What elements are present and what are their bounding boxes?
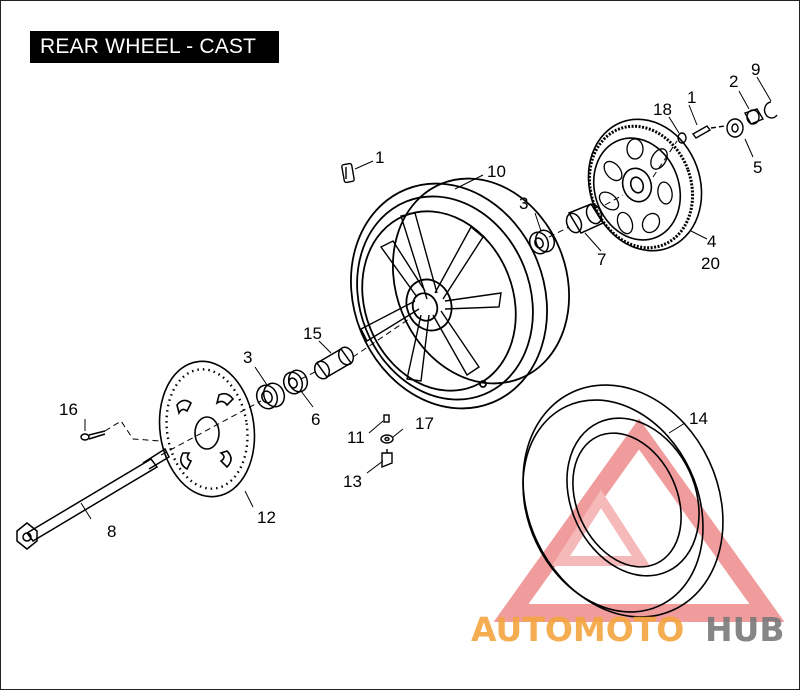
callout-4: 4 xyxy=(707,232,716,251)
rotor-screw xyxy=(80,430,106,441)
callout-6: 6 xyxy=(311,410,320,429)
callout-10: 10 xyxy=(487,162,506,181)
callout-13: 13 xyxy=(343,472,362,491)
assembly-lines xyxy=(104,140,678,456)
callout-20: 20 xyxy=(701,254,720,273)
callout-8: 8 xyxy=(107,522,116,541)
rear-sprocket xyxy=(587,118,703,252)
valve-stem-parts xyxy=(380,414,394,469)
callout-7: 7 xyxy=(597,250,606,269)
callout-15: 15 xyxy=(303,324,322,343)
callout-3-upper: 3 xyxy=(519,194,528,213)
bearing-seal xyxy=(282,369,309,395)
callout-9: 9 xyxy=(751,60,760,79)
watermark-part2: HUB xyxy=(705,610,785,649)
callout-5: 5 xyxy=(753,158,762,177)
callout-16: 16 xyxy=(59,400,78,419)
brake-rotor xyxy=(158,360,256,498)
bearing-right xyxy=(528,229,556,255)
watermark-text: AUTOMOTO HUB xyxy=(471,610,785,649)
callout-18: 18 xyxy=(653,100,672,119)
callout-14: 14 xyxy=(689,409,708,428)
leader-lines xyxy=(80,76,772,520)
cast-wheel xyxy=(350,177,570,410)
callout-2: 2 xyxy=(729,72,738,91)
callout-1-right: 1 xyxy=(687,88,696,107)
sprocket-hardware xyxy=(677,101,778,144)
callout-3-lower: 3 xyxy=(243,348,252,367)
watermark-logo xyxy=(493,418,785,622)
callout-12: 12 xyxy=(257,508,276,527)
rear-axle xyxy=(16,447,170,550)
tire xyxy=(522,384,724,618)
watermark-part1: AUTOMOTO xyxy=(471,610,684,649)
diagram-title: REAR WHEEL - CAST xyxy=(30,31,279,63)
callout-1-top: 1 xyxy=(375,148,384,167)
bearing-left xyxy=(255,382,286,410)
hub-spacer xyxy=(313,346,355,380)
callout-17: 17 xyxy=(415,414,434,433)
callout-labels: 1 1 2 3 3 4 20 5 6 7 8 9 10 11 12 13 14 … xyxy=(59,60,762,541)
callout-11: 11 xyxy=(347,428,365,447)
balance-weight xyxy=(341,162,355,184)
